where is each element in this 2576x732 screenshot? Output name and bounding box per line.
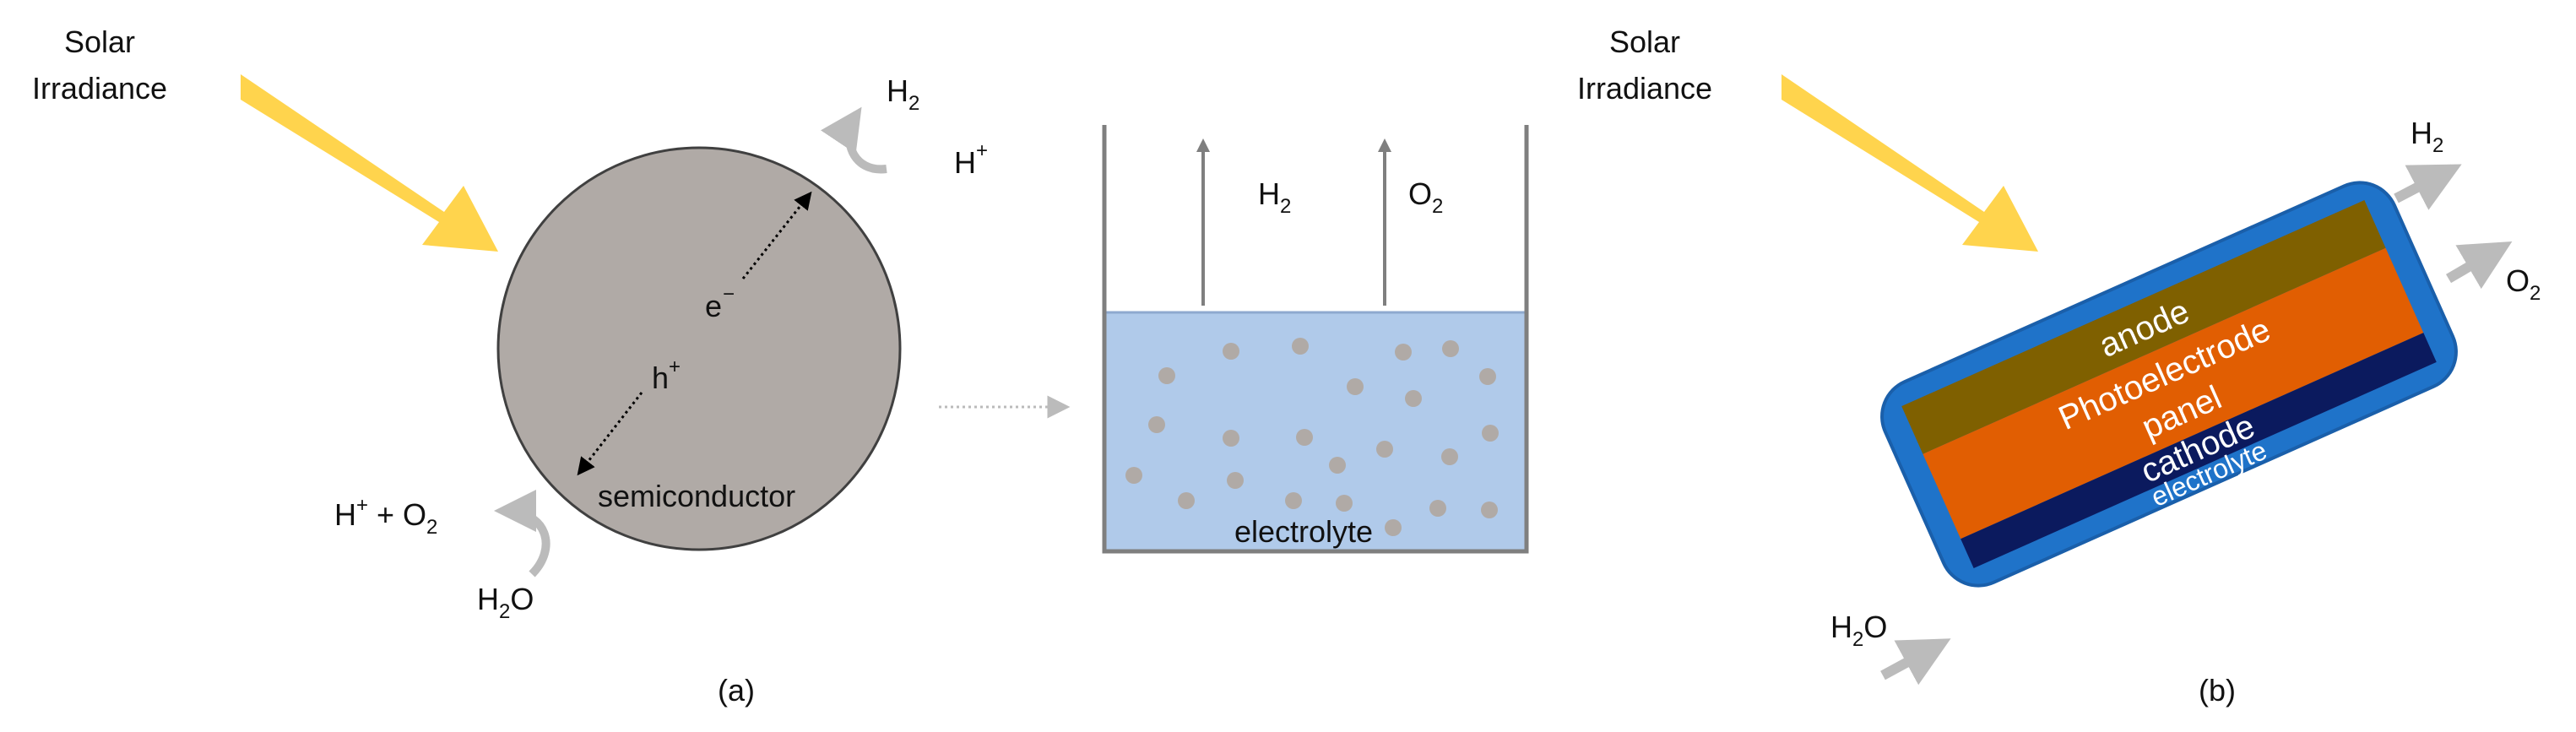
- hole-label: h: [652, 361, 669, 395]
- solar-label-line2-b: Irradiance: [1577, 71, 1712, 106]
- anode-layer: [1901, 200, 2386, 454]
- o2-output-arrow: [2445, 241, 2513, 290]
- hole-arrow: [577, 392, 643, 476]
- particle-label: semiconductor: [598, 479, 795, 513]
- panel-a: Solar Irradiance e − h + semiconductor H…: [32, 24, 1529, 708]
- caption-a: (a): [718, 673, 755, 708]
- solar-label-line1-a: Solar: [64, 24, 135, 59]
- h2o-label-b: H2O: [1830, 610, 1887, 651]
- hplus-o2-label: H+ + O2: [334, 494, 437, 539]
- h2-top-sub: 2: [908, 92, 919, 115]
- h2-top-label: H: [887, 73, 908, 108]
- h2-label-b: H2: [2411, 116, 2443, 157]
- reduction-arrow: [821, 106, 887, 174]
- h2o-input-arrow: [1880, 638, 1951, 686]
- o2-label-b: O2: [2506, 263, 2541, 305]
- hole-charge: +: [669, 355, 681, 378]
- oxidation-arrow: [494, 490, 550, 577]
- h2o-label-a: H2O: [477, 582, 534, 623]
- electron-label: e: [705, 289, 722, 323]
- sunlight-arrow-b: [1782, 74, 2038, 252]
- sunlight-arrow-a: [241, 74, 498, 252]
- solar-label-line1-b: Solar: [1609, 24, 1680, 59]
- h2-output-arrow: [2394, 164, 2462, 210]
- solar-label-line2-a: Irradiance: [32, 71, 167, 106]
- photoelectrode-layer: [1923, 247, 2424, 540]
- caption-b: (b): [2199, 673, 2236, 708]
- beaker-wall: [1102, 125, 1529, 554]
- hplus-top-sup: +: [976, 139, 988, 162]
- photoelectrode-panel: anode Photoelectrode panel cathode elect…: [1880, 181, 2458, 588]
- cell-h2-label: H2: [1258, 176, 1291, 218]
- electrolyte-label: electrolyte: [1234, 514, 1373, 549]
- hplus-top-label: H: [954, 145, 976, 180]
- cell-o2-label: O2: [1408, 176, 1443, 218]
- cathode-layer: [1960, 333, 2437, 568]
- electron-arrow: [741, 191, 812, 279]
- suspended-particles: [1125, 338, 1499, 536]
- panel-b: Solar Irradiance anode Photoelectrode pa…: [1577, 24, 2541, 708]
- electron-charge: −: [723, 283, 735, 306]
